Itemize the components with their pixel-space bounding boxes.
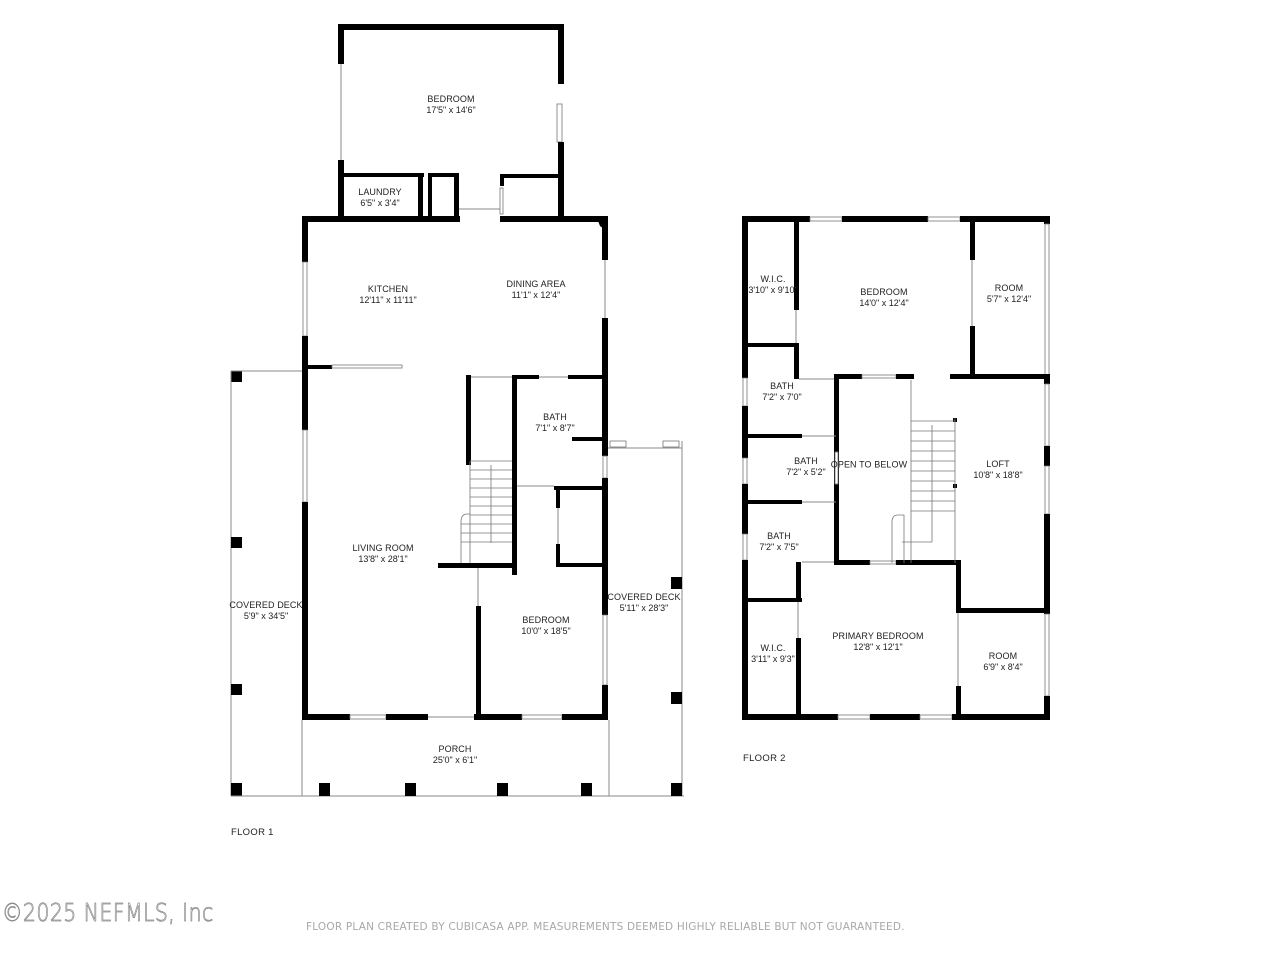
room-label-kitchen: KITCHEN 12'11" x 11'11": [359, 284, 416, 306]
floor-2-walls: [742, 216, 1050, 720]
room-label-primary-bedroom: PRIMARY BEDROOM 12'8" x 12'1": [832, 631, 923, 653]
room-dimensions: 17'5" x 14'6": [426, 105, 476, 115]
room-label-room-upper: ROOM 5'7" x 12'4": [987, 283, 1031, 305]
room-label-bedroom: BEDROOM 14'0" x 12'4": [859, 287, 908, 309]
room-dimensions: 7'2" x 5'2": [786, 467, 826, 477]
room-dimensions: 12'8" x 12'1": [853, 642, 903, 652]
room-dimensions: 11'1" x 12'4": [511, 290, 561, 300]
room-dimensions: 14'0" x 12'4": [859, 298, 909, 308]
room-label-wic-lower: W.I.C. 3'11" x 9'3": [751, 643, 795, 665]
room-name: KITCHEN: [367, 284, 409, 294]
room-name: ROOM: [988, 651, 1018, 661]
room-name: BATH: [767, 531, 791, 541]
room-dimensions: 10'8" x 18'8": [973, 470, 1023, 480]
room-label-wic-upper: W.I.C. 3'10" x 9'10": [748, 274, 797, 296]
room-dimensions: 25'0" x 6'1": [432, 755, 478, 765]
room-name: LAUNDRY: [358, 187, 402, 197]
room-name: COVERED DECK: [229, 600, 303, 610]
room-name: BEDROOM: [427, 94, 475, 104]
room-dimensions: 10'0" x 18'5": [521, 626, 571, 636]
floor-1-label: FLOOR 1: [231, 827, 274, 838]
room-name: DINING AREA: [506, 279, 566, 289]
room-label-bath-1: BATH 7'2" x 7'0": [762, 381, 801, 403]
room-name: LIVING ROOM: [352, 543, 414, 553]
room-label-living-room: LIVING ROOM 13'8" x 28'1": [352, 543, 413, 565]
disclaimer-text: FLOOR PLAN CREATED BY CUBICASA APP. MEAS…: [306, 921, 905, 933]
copyright-watermark: ©2025 NEFMLS, Inc: [2, 898, 214, 928]
room-name: BATH: [794, 456, 818, 466]
room-name: PORCH: [438, 744, 472, 754]
room-dimensions: 6'9" x 8'4": [983, 662, 1023, 672]
room-dimensions: 3'11" x 9'3": [751, 654, 795, 664]
floor-1-walls: [230, 24, 684, 797]
room-name: BATH: [543, 412, 567, 422]
room-name: BEDROOM: [522, 615, 570, 625]
room-label-bath: BATH 7'1" x 8'7": [535, 412, 574, 434]
floor-2-label: FLOOR 2: [743, 753, 786, 764]
room-label-bedroom-upper: BEDROOM 17'5" x 14'6": [426, 94, 475, 116]
room-name: W.I.C.: [760, 274, 786, 284]
room-label-bath-3: BATH 7'2" x 7'5": [759, 531, 798, 553]
room-label-bath-2: BATH 7'2" x 5'2": [786, 456, 825, 478]
room-label-covered-deck-left: COVERED DECK 5'9" x 34'5": [229, 600, 302, 622]
room-label-bedroom-lower: BEDROOM 10'0" x 18'5": [521, 615, 570, 637]
room-label-loft: LOFT 10'8" x 18'8": [973, 459, 1022, 481]
room-label-room-lower: ROOM 6'9" x 8'4": [983, 651, 1022, 673]
room-label-porch: PORCH 25'0" x 6'1": [433, 744, 477, 766]
room-label-laundry: LAUNDRY 6'5" x 3'4": [358, 187, 402, 209]
room-dimensions: 5'7" x 12'4": [986, 294, 1032, 304]
room-label-covered-deck-right: COVERED DECK 5'11" x 28'3": [607, 592, 680, 614]
room-name: W.I.C.: [760, 643, 786, 653]
room-name: COVERED DECK: [607, 592, 681, 602]
room-dimensions: 6'5" x 3'4": [360, 198, 400, 208]
room-label-dining-area: DINING AREA 11'1" x 12'4": [506, 279, 565, 301]
room-name: ROOM: [994, 283, 1024, 293]
room-name: LOFT: [986, 459, 1010, 469]
room-dimensions: 3'10" x 9'10": [748, 285, 798, 295]
room-dimensions: 7'2" x 7'5": [759, 542, 799, 552]
room-dimensions: 7'1" x 8'7": [535, 423, 575, 433]
room-dimensions: 7'2" x 7'0": [762, 392, 802, 402]
room-dimensions: 5'9" x 34'5": [243, 611, 289, 621]
room-name: BEDROOM: [860, 287, 908, 297]
room-dimensions: 5'11" x 28'3": [619, 603, 669, 613]
room-dimensions: 12'11" x 11'11": [359, 295, 417, 305]
room-dimensions: 13'8" x 28'1": [358, 554, 408, 564]
room-label-open-to-below: OPEN TO BELOW: [831, 460, 908, 471]
room-name: OPEN TO BELOW: [830, 459, 908, 470]
room-name: PRIMARY BEDROOM: [832, 631, 924, 641]
room-name: BATH: [770, 381, 794, 391]
